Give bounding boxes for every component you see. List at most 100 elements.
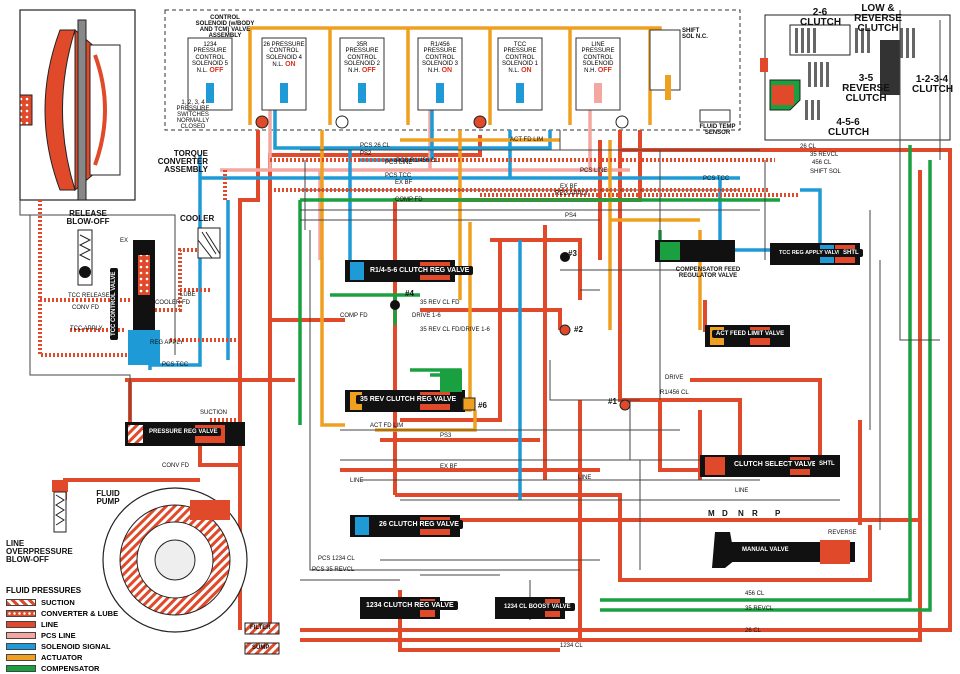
solenoid-4: 26 PRESSURE CONTROL SOLENOID 4 N.L. ON: [263, 42, 305, 68]
passage-pcs-1234: PCS 1234 CL: [318, 556, 355, 562]
torque-converter-label: TORQUE CONVERTER ASSEMBLY: [157, 149, 208, 174]
tcc-reg-apply-valve: TCC REG APPLY VALVE: [775, 249, 846, 257]
act-feed-limit-valve: ACT FEED LIMIT VALVE: [712, 330, 789, 338]
passage-ps3: PS3: [440, 433, 452, 439]
manual-pos-m: M: [708, 509, 715, 518]
passage-lube: LUBE: [180, 292, 196, 298]
legend-item-pcs-line: PCS LINE: [6, 630, 118, 641]
passage-35revcl: 35 REVCL: [810, 152, 839, 158]
manual-pos-p: P: [775, 509, 781, 518]
passage-pcs-35rev: PCS 35 REVCL: [312, 567, 355, 573]
26-clutch-reg-valve: 26 CLUTCH REG VALVE: [375, 520, 463, 529]
clutch-assembly: [760, 14, 951, 141]
cooler-label: COOLER: [180, 214, 215, 223]
actuator-circuit: [248, 26, 702, 432]
passage-pcs-tcc-2: PCS TCC: [703, 176, 730, 182]
compensator-circuit: [298, 145, 932, 612]
passage-cooler-fd: COOLER FD: [155, 300, 191, 306]
passage-456cl-2: 456 CL: [745, 591, 765, 597]
solenoid-1: TCC PRESSURE CONTROL SOLENOID 1 N.L. ON: [501, 42, 538, 75]
pressure-switches: [255, 115, 629, 129]
passage-conv-fd-2: CONV FD: [162, 463, 189, 469]
passage-drive16: DRIVE 1-6: [412, 313, 441, 319]
r1-456-clutch-reg-valve: R1/4-5-6 CLUTCH REG VALVE: [366, 266, 474, 275]
manual-pos-n: N: [738, 509, 744, 518]
converter-lube-circuit: [38, 158, 800, 422]
passage-ps2: PS2: [360, 151, 372, 157]
passage-pcs-26cl: PCS 26 CL: [360, 143, 391, 149]
passage-rev35-drive: 35 REV CL FD/DRIVE 1-6: [420, 327, 490, 333]
manual-pos-d: D: [722, 509, 728, 518]
passage-r1456-cl: R1/456 CL: [660, 390, 689, 396]
passage-ex: EX: [120, 238, 129, 244]
passage-comp-fd: COMP FD: [395, 197, 423, 203]
compensator-feed-valve: COMPENSATOR FEED REGULATOR VALVE: [675, 267, 741, 279]
sump-box: [244, 642, 280, 655]
torque-converter: [19, 9, 136, 201]
passage-line-1: LINE: [350, 478, 364, 484]
passage-26cl-2: 26 CL: [745, 628, 762, 634]
shuttle-valve-1: SHTL: [839, 249, 863, 257]
1234-clutch-reg-valve: 1234 CLUTCH REG VALVE: [362, 601, 458, 610]
legend-swatch-line: [6, 621, 36, 628]
passage-pcs-tcc: PCS TCC: [385, 173, 412, 179]
1234-cl-boost-valve: 1234 CL BOOST VALVE: [500, 603, 575, 611]
solenoid-line: LINE PRESSURE CONTROL SOLENOID N.H. OFF: [581, 42, 615, 75]
passage-tcc-apply: TCC APPLY: [70, 326, 103, 332]
shift-sol-label: SHIFT SOL N.C.: [682, 28, 708, 40]
legend-title: FLUID PRESSURES: [6, 586, 82, 595]
passage-ex-bf-2: EX BF: [560, 184, 578, 190]
legend-swatch-actuator: [6, 654, 36, 661]
passage-act-fd-lim: ACT FD LIM: [510, 137, 544, 143]
legend-item-converter-lube: CONVERTER & LUBE: [6, 608, 118, 619]
passage-pcs-line: PCS LINE: [385, 160, 413, 166]
clutch-select-valve: CLUTCH SELECT VALVE: [730, 460, 821, 469]
fluid-pump-label: FLUID PUMP: [96, 489, 120, 506]
checkballs: [390, 252, 631, 411]
legend-item-actuator: ACTUATOR: [6, 652, 118, 663]
passage-ex-bf: EX BF: [395, 180, 413, 186]
passage-456cl: 456 CL: [812, 160, 832, 166]
legend-item-suction: SUCTION: [6, 597, 118, 608]
passage-shift-sol: SHIFT SOL: [810, 169, 841, 175]
checkball-2: #2: [574, 325, 583, 334]
manual-pos-r: R: [752, 509, 758, 518]
manual-valve: MANUAL VALVE: [738, 546, 793, 554]
clutch-456-label: 4-5-6 CLUTCH: [828, 117, 870, 138]
line-overpressure-label: LINE OVERPRESSURE BLOW-OFF: [6, 539, 73, 564]
clutch-low-reverse-label: LOW & REVERSE CLUTCH: [854, 3, 902, 34]
release-blowoff-label: RELEASE BLOW-OFF: [66, 209, 110, 226]
passage-pcs-line-2: PCS LINE: [580, 168, 608, 174]
clutch-26-label: 2-6 CLUTCH: [800, 7, 842, 28]
line-overpressure-valve: [52, 480, 68, 533]
passage-conv-fd: CONV FD: [72, 305, 99, 311]
control-solenoid-label: CONTROL SOLENOID (w/BODY AND TCM) VALVE …: [195, 15, 255, 39]
checkball-6: #6: [478, 401, 487, 410]
passage-ex-bf-3: EX BF: [440, 464, 458, 470]
legend-item-compensator: COMPENSATOR: [6, 663, 118, 674]
passage-reg-apply-2: REG APPLY: [150, 340, 184, 346]
solenoid-bodies: [187, 29, 731, 123]
solenoid-3: R1/456 PRESSURE CONTROL SOLENOID 3 N.H. …: [421, 42, 458, 75]
solenoid-2: 35R PRESSURE CONTROL SOLENOID 2 N.H. OFF: [343, 42, 380, 75]
line-pressure-circuit: [63, 130, 952, 652]
filter-box: [244, 622, 280, 635]
clutch-35-reverse-label: 3-5 REVERSE CLUTCH: [842, 73, 890, 104]
checkball-4: #4: [405, 289, 414, 298]
passage-pcs-r1456: PCS R1/456 CL: [396, 158, 439, 164]
solenoid-5: 1234 PRESSURE CONTROL SOLENOID 5 N.L. OF…: [191, 42, 228, 75]
release-blowoff-valve: [77, 229, 93, 286]
sump-label: SUMP: [252, 645, 270, 651]
passage-act-fd-lim-2: ACT FD LIM: [370, 423, 404, 429]
shuttle-valve-2: SHTL: [815, 460, 839, 468]
cooler: [197, 227, 221, 259]
legend-swatch-pcs-line: [6, 632, 36, 639]
passage-cl35-fd: 35 REV CL FD: [420, 300, 460, 306]
35-rev-clutch-reg-valve: 35 REV CLUTCH REG VALVE: [356, 395, 461, 404]
passage-35revcl-2: 35 REVCL: [745, 606, 774, 612]
legend-item-line: LINE: [6, 619, 118, 630]
control-solenoid-box: [164, 9, 741, 131]
fluid-temp-sensor-label: FLUID TEMP SENSOR: [699, 124, 736, 136]
legend-swatch-suction: [6, 599, 36, 606]
passage-1234cl: 1234 CL: [560, 643, 583, 649]
